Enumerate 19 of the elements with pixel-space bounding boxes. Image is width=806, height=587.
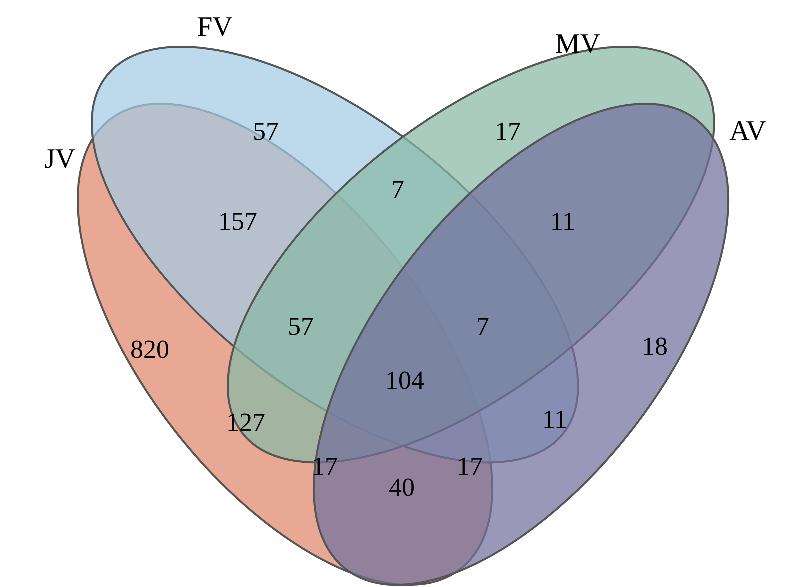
set-label: JV bbox=[44, 144, 76, 176]
count-label: 57 bbox=[288, 312, 314, 342]
count-label: 820 bbox=[130, 335, 170, 365]
count-label: 17 bbox=[312, 452, 338, 482]
count-label: 11 bbox=[542, 405, 568, 435]
count-label: 17 bbox=[457, 452, 483, 482]
set-label: FV bbox=[197, 12, 233, 44]
set-label: MV bbox=[555, 29, 601, 61]
set-label: AV bbox=[730, 116, 766, 148]
count-label: 40 bbox=[389, 473, 415, 503]
count-label: 127 bbox=[226, 408, 266, 438]
count-label: 11 bbox=[550, 207, 576, 237]
count-label: 18 bbox=[642, 332, 668, 362]
count-label: 57 bbox=[253, 117, 279, 147]
count-label: 7 bbox=[476, 312, 490, 342]
count-label: 7 bbox=[392, 175, 404, 205]
count-label: 17 bbox=[495, 117, 521, 147]
count-label: 104 bbox=[386, 366, 424, 396]
count-label: 157 bbox=[218, 207, 258, 237]
